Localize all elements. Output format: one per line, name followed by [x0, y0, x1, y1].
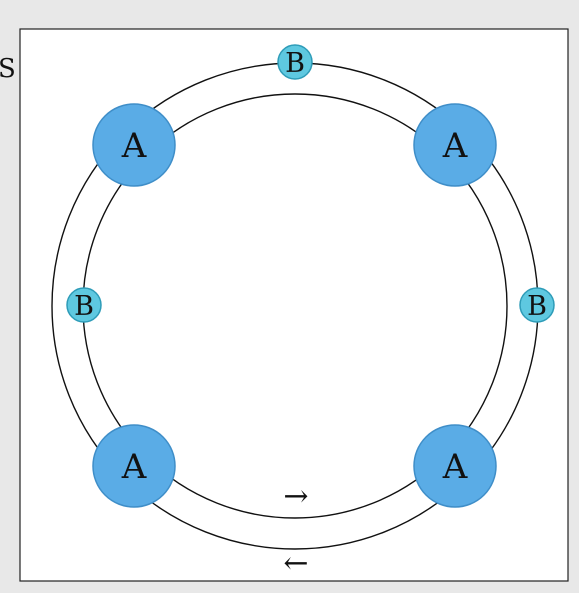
- node-b-circle: [66, 287, 102, 323]
- node-a-circle: [413, 424, 497, 508]
- inner-ring-direction-arrow: →: [283, 479, 308, 514]
- node-a-circle: [92, 103, 176, 187]
- node-b-left: B: [66, 287, 102, 323]
- node-b-circle: [277, 44, 313, 80]
- outer-ring-direction-arrow: ←: [283, 546, 308, 581]
- node-a-top-right: A: [413, 103, 497, 187]
- node-a-circle: [92, 424, 176, 508]
- node-a-bottom-right: A: [413, 424, 497, 508]
- node-b-top: B: [277, 44, 313, 80]
- node-a-label: A: [121, 126, 147, 166]
- node-a-top-left: A: [92, 103, 176, 187]
- node-a-circle: [413, 103, 497, 187]
- left-edge-letter-fragment: S: [0, 54, 16, 84]
- node-b-label: B: [285, 48, 305, 79]
- node-b-circle: [519, 287, 555, 323]
- node-b-right: B: [519, 287, 555, 323]
- node-a-bottom-left: A: [92, 424, 176, 508]
- node-b-label: B: [74, 291, 94, 322]
- node-a-label: A: [442, 126, 468, 166]
- node-a-label: A: [121, 447, 147, 487]
- node-b-label: B: [527, 291, 547, 322]
- node-a-label: A: [442, 447, 468, 487]
